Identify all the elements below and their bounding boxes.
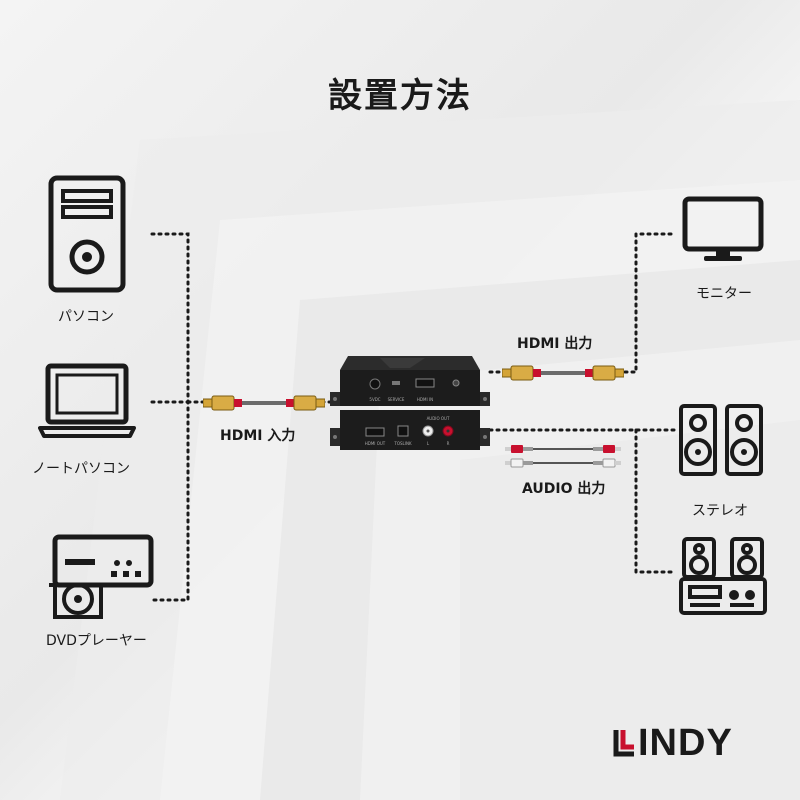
port-hdmi-out-label: HDMI OUT — [365, 441, 386, 446]
port-hdmi-in-label: HDMI IN — [417, 397, 433, 402]
port-r-label: R — [447, 441, 450, 446]
pc-label: パソコン — [58, 309, 114, 325]
port-l-label: L — [427, 441, 430, 446]
laptop-label: ノートパソコン — [32, 461, 130, 477]
port-5vdc-label: 5VDC — [369, 397, 380, 402]
page-title: 設置方法 — [328, 76, 472, 116]
port-audio-out-label: AUDIO OUT — [427, 416, 450, 421]
dvd-player-icon — [49, 534, 154, 619]
stereo-label: ステレオ — [692, 503, 748, 519]
hdmi-output-label: HDMI 出力 — [517, 336, 593, 352]
speakers-icon — [679, 404, 763, 476]
lindy-logo: INDY — [638, 722, 733, 764]
hdmi-audio-extractor-device: 5VDC SERVICE HDMI IN AUDIO OUT HDMI OUT … — [330, 356, 490, 450]
monitor-label: モニター — [696, 286, 752, 302]
dvd-label: DVDプレーヤー — [46, 633, 147, 649]
port-toslink-label: TOSLINK — [393, 441, 412, 446]
audio-output-label: AUDIO 出力 — [522, 481, 606, 497]
port-service-label: SERVICE — [388, 397, 405, 402]
monitor-icon — [682, 196, 764, 261]
hifi-system-icon — [679, 537, 767, 615]
hdmi-input-cable-icon — [203, 395, 325, 411]
desktop-pc-icon — [48, 175, 126, 293]
hdmi-output-cable-icon — [502, 365, 624, 381]
hdmi-input-label: HDMI 入力 — [220, 428, 296, 444]
rca-audio-cable-icon — [505, 445, 621, 468]
lindy-logo-mark — [613, 730, 634, 757]
laptop-icon — [38, 363, 136, 438]
